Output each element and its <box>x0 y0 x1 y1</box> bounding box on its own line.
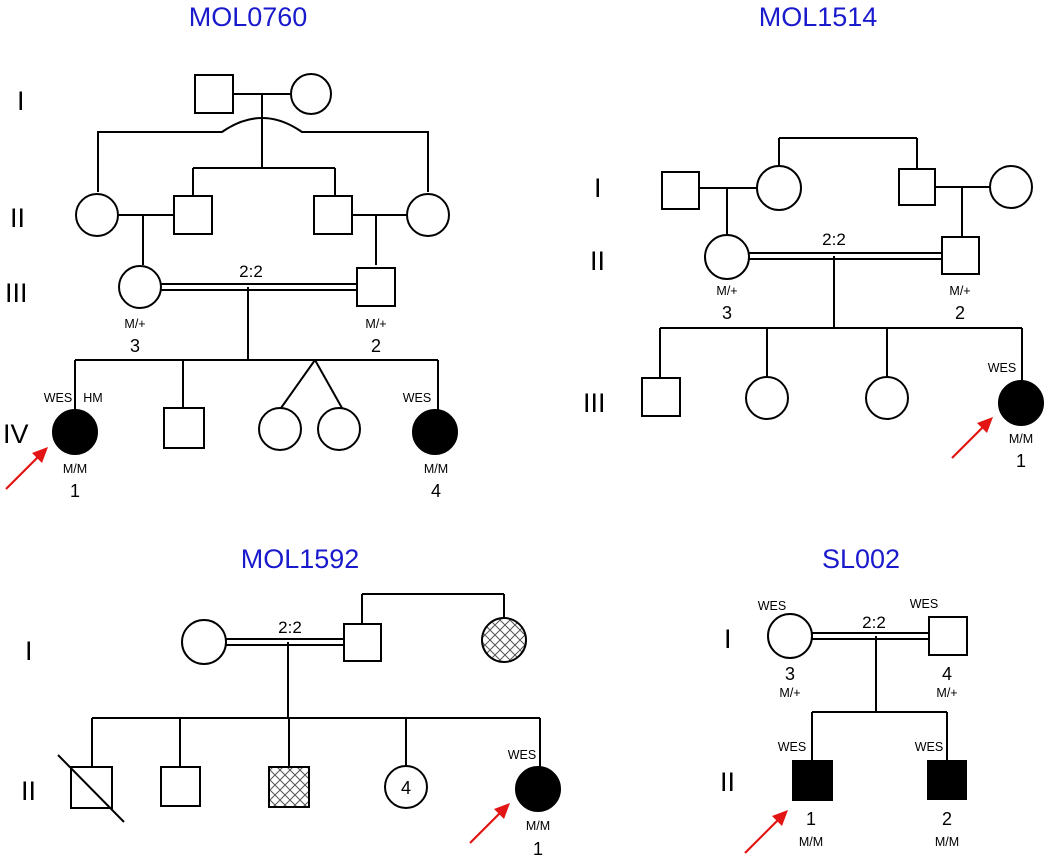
generation-label: II <box>10 203 25 233</box>
individual-id: 1 <box>533 839 543 859</box>
affected-male-icon <box>927 760 967 800</box>
male-square-icon <box>160 766 201 807</box>
male-square-icon <box>941 236 980 275</box>
female-circle-icon <box>704 234 750 280</box>
affected-female-icon <box>412 409 458 455</box>
affected-female-icon <box>52 409 98 455</box>
pedigree-title: SL002 <box>822 544 900 574</box>
deceased-male-icon <box>57 754 125 823</box>
consanguinity-label: 2:2 <box>278 618 302 637</box>
affected-female-icon <box>515 766 561 812</box>
individual-id: 1 <box>70 481 80 501</box>
female-circle-icon <box>118 265 162 309</box>
wes-label: WES <box>758 599 786 613</box>
female-circle-icon <box>406 193 450 237</box>
wes-label: WES <box>915 740 943 754</box>
pedigree-title: MOL1592 <box>241 544 360 574</box>
genotype-label: M/+ <box>936 686 957 700</box>
generation-label: IV <box>3 419 29 449</box>
hm-label: HM <box>83 391 102 405</box>
individual-id: 4 <box>431 481 441 501</box>
wes-label: WES <box>508 748 536 762</box>
consanguinity-label: 2:2 <box>862 613 886 632</box>
generation-label: I <box>25 636 33 666</box>
pedigree-title: MOL0760 <box>189 2 308 32</box>
wes-label: WES <box>403 391 431 405</box>
generation-label: III <box>583 388 606 418</box>
wes-label: WES <box>988 361 1016 375</box>
proband-arrow-icon <box>744 810 788 854</box>
individual-id: 3 <box>785 664 795 684</box>
genotype-label: M/+ <box>716 284 737 298</box>
female-circle-icon <box>181 619 227 665</box>
affected-female-icon <box>998 380 1044 426</box>
genotype-label: M/M <box>526 819 550 833</box>
consanguinity-label: 2:2 <box>822 230 846 249</box>
female-circle-icon <box>75 193 119 237</box>
pedigree-mol0760: MOL0760 I II III IV 2:2 M/+ 3 <box>3 2 458 501</box>
genotype-label: M/M <box>424 462 448 476</box>
female-circle-icon <box>767 613 813 659</box>
pedigree-mol1592: MOL1592 I II 2:2 4 WES M/M 1 <box>21 544 561 859</box>
male-square-icon <box>898 168 936 206</box>
female-circle-icon <box>384 765 428 809</box>
hatched-male-icon <box>268 766 310 808</box>
pedigree-mol1514: MOL1514 I II III 2:2 M/+ 3 M/+ 2 <box>583 2 1044 471</box>
individual-id: 3 <box>722 303 732 323</box>
individual-id: 2 <box>942 809 952 829</box>
male-square-icon <box>194 74 234 114</box>
proband-arrow-icon <box>5 447 48 490</box>
sibling-count: 4 <box>401 778 411 798</box>
individual-id: 1 <box>1016 451 1026 471</box>
female-circle-icon <box>258 407 302 451</box>
wes-label: WES <box>44 391 72 405</box>
individual-id: 2 <box>955 303 965 323</box>
generation-label: III <box>5 278 28 308</box>
pedigree-title: MOL1514 <box>759 2 878 32</box>
generation-label: I <box>724 624 732 654</box>
wes-label: WES <box>910 597 938 611</box>
consanguinity-label: 2:2 <box>239 262 263 281</box>
male-square-icon <box>661 171 700 210</box>
genotype-label: M/+ <box>365 317 386 331</box>
proband-arrow-icon <box>951 417 993 459</box>
proband-arrow-icon <box>469 803 510 844</box>
hatched-female-icon <box>481 617 527 663</box>
genotype-label: M/+ <box>779 686 800 700</box>
female-circle-icon <box>756 165 802 211</box>
individual-id: 4 <box>942 664 952 684</box>
male-square-icon <box>641 377 681 417</box>
male-square-icon <box>173 195 213 235</box>
genotype-label: M/M <box>799 835 823 849</box>
male-square-icon <box>356 267 396 307</box>
wes-label: WES <box>778 740 806 754</box>
male-square-icon <box>313 195 353 235</box>
male-square-icon <box>928 616 968 656</box>
generation-label: II <box>590 246 605 276</box>
genotype-label: M/+ <box>949 284 970 298</box>
male-square-icon <box>163 407 205 449</box>
genotype-label: M/M <box>935 835 959 849</box>
female-circle-icon <box>865 376 909 420</box>
individual-id: 1 <box>806 809 816 829</box>
genotype-label: M/+ <box>124 317 145 331</box>
generation-label: I <box>594 173 602 203</box>
generation-label: I <box>17 86 25 116</box>
genotype-label: M/M <box>63 462 87 476</box>
generation-label: II <box>21 776 36 806</box>
female-circle-icon <box>290 73 332 115</box>
individual-id: 3 <box>130 336 140 356</box>
generation-label: II <box>720 767 735 797</box>
affected-male-icon <box>792 760 833 801</box>
pedigree-sl002: SL002 I II 2:2 WES 3 M/+ WES 4 M/+ WES 1… <box>720 544 968 854</box>
female-circle-icon <box>745 376 789 420</box>
female-circle-icon <box>317 407 361 451</box>
female-circle-icon <box>989 165 1033 209</box>
individual-id: 2 <box>371 336 381 356</box>
male-square-icon <box>343 623 382 662</box>
genotype-label: M/M <box>1009 432 1033 446</box>
